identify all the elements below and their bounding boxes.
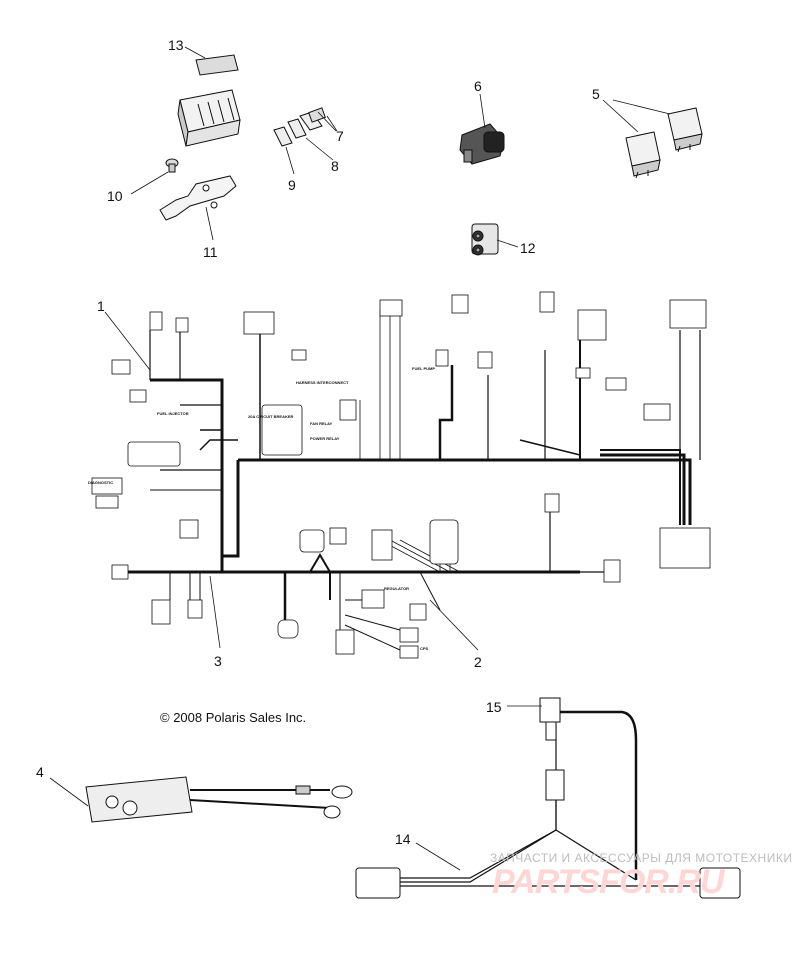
watermark-logo: PARTSFOR.RU	[492, 863, 724, 901]
label-power-relay: POWER RELAY	[310, 436, 340, 441]
label-fuel-pump: FUEL PUMP	[412, 366, 435, 371]
ground-cable-part	[85, 776, 353, 823]
callout-14: 14	[395, 831, 411, 847]
callout-6: 6	[474, 78, 482, 94]
label-harness-interconnect: HARNESS INTERCONNECT	[296, 380, 349, 385]
relays-part	[625, 107, 703, 179]
watermark-caption: ЗАПЧАСТИ И АКСЕССУАРЫ ДЛЯ МОТОТЕХНИКИ	[490, 851, 793, 865]
harness-connectors	[91, 291, 711, 659]
callout-7: 7	[336, 128, 344, 144]
label-circuit-breaker: 20A CIRCUIT BREAKER	[248, 414, 294, 419]
switch-part	[471, 223, 499, 256]
callout-1: 1	[97, 298, 105, 314]
label-cps: CPS	[420, 646, 429, 651]
harness-text-labels: FUEL INJECTOR 20A CIRCUIT BREAKER HARNES…	[88, 366, 435, 651]
copyright-text: © 2008 Polaris Sales Inc.	[160, 710, 307, 725]
fuse-set-part	[273, 107, 326, 147]
mounting-bracket-part	[159, 158, 237, 221]
callout-15: 15	[486, 699, 502, 715]
callout-10: 10	[107, 188, 123, 204]
sensor-connector-part	[459, 123, 505, 165]
callout-2: 2	[474, 654, 482, 670]
callout-numbers: 13 6 5 7 8 9 10 11 12 1 2 3 4 14 15	[36, 37, 600, 847]
callout-9: 9	[288, 177, 296, 193]
fuse-block-part	[177, 54, 241, 147]
callout-8: 8	[331, 158, 339, 174]
label-diagnostic: DIAGNOSTIC	[88, 480, 113, 485]
callout-13: 13	[168, 37, 184, 53]
main-wire-harness	[120, 310, 701, 651]
callout-5: 5	[592, 86, 600, 102]
callout-4: 4	[36, 764, 44, 780]
label-regulator: REGULATOR	[384, 586, 409, 591]
callout-11: 11	[203, 244, 218, 260]
label-fuel-injector: FUEL INJECTOR	[157, 411, 189, 416]
sub-harness-part	[355, 697, 741, 899]
label-fan-relay: FAN RELAY	[310, 421, 333, 426]
callout-12: 12	[520, 240, 536, 256]
callout-3: 3	[214, 653, 222, 669]
